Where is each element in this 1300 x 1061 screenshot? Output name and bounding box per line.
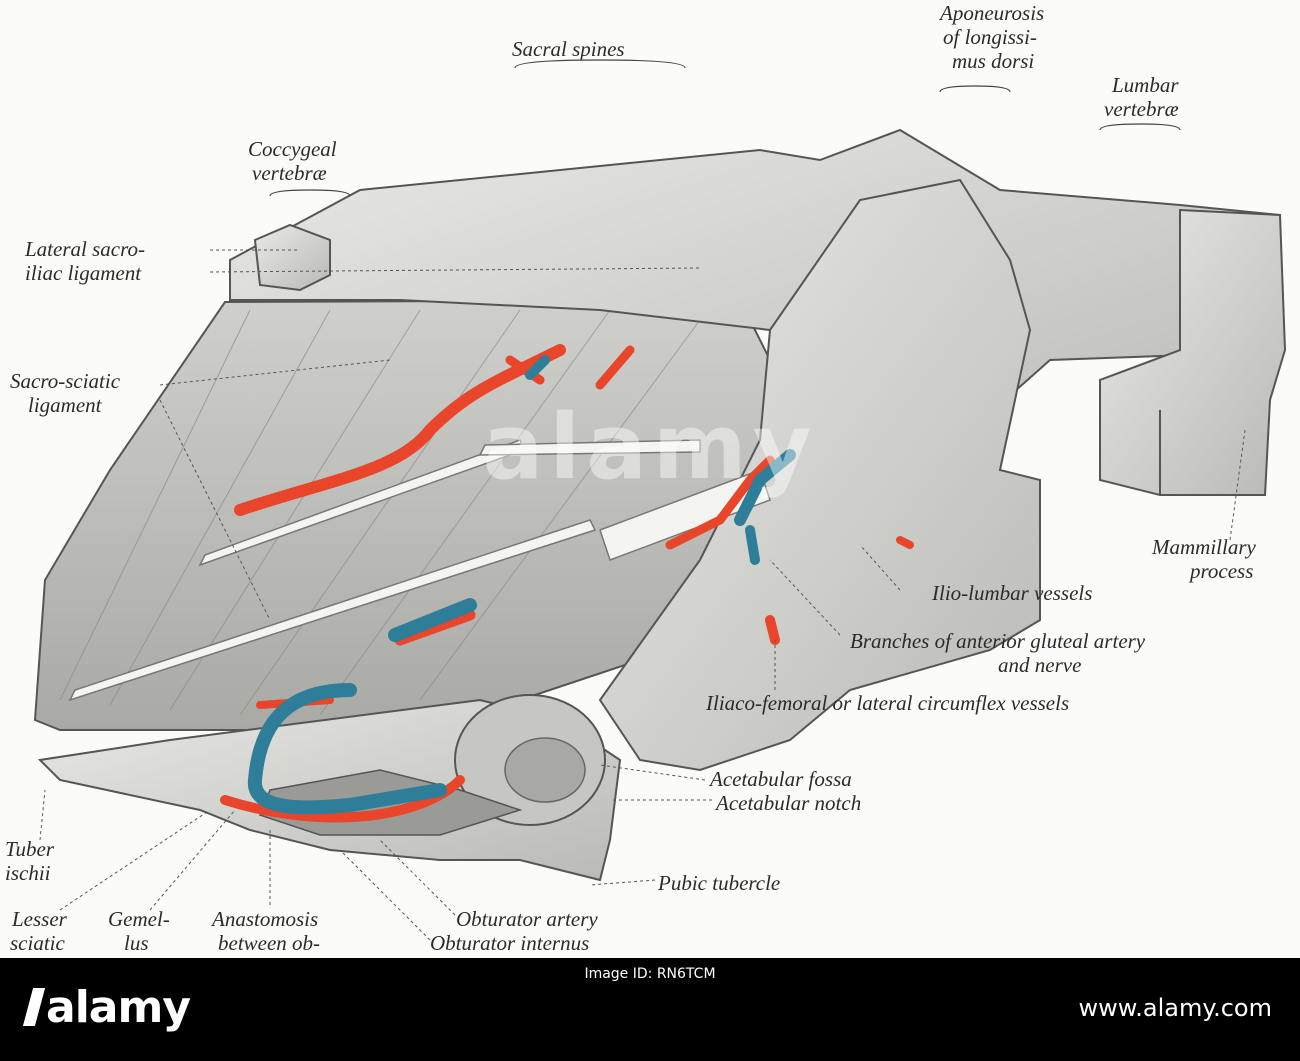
- label-obturator-internus: Obturator internus: [430, 931, 590, 955]
- label-iliaco-femoral: Iliaco-femoral or lateral circumflex ves…: [706, 691, 1070, 715]
- label-anastomosis: Anastomosis: [212, 907, 319, 931]
- label-aponeurosis: Aponeurosis: [940, 1, 1045, 25]
- nerves: [68, 439, 771, 702]
- label-branches-gluteal: Branches of anterior gluteal artery: [850, 629, 1146, 653]
- label-coccygeal: Coccygeal: [248, 137, 337, 161]
- label-acetabular-notch: Acetabular notch: [716, 791, 862, 815]
- label-lateral-sacro: Lateral sacro-: [25, 237, 145, 261]
- label-pubic-tubercle: Pubic tubercle: [658, 871, 781, 895]
- label-sacro-sciatic: Sacro-sciatic: [10, 369, 121, 393]
- site-url-link[interactable]: www.alamy.com: [1078, 994, 1272, 1022]
- watermark: alamy: [482, 395, 818, 500]
- label-ilio-lumbar: Ilio-lumbar vessels: [932, 581, 1093, 605]
- label-lesser: Lesser: [12, 907, 67, 931]
- label-ischii: ischii: [5, 861, 51, 885]
- label-tuber: Tuber: [5, 837, 55, 861]
- footer-bar: Image ID: RN6TCM alamy www.alamy.com: [0, 958, 1300, 1061]
- label-of-longissimus: of longissi-: [943, 25, 1037, 49]
- pelvis-illustration: [33, 128, 1287, 882]
- label-between-ob: between ob-: [218, 931, 321, 955]
- label-iliac-ligament: iliac ligament: [25, 261, 142, 285]
- label-acetabular-fossa: Acetabular fossa: [710, 767, 852, 791]
- ilium-shape: [598, 178, 1041, 772]
- veins: [247, 355, 796, 815]
- lumbar-vertebra-shape: [1099, 208, 1287, 496]
- label-lumbar-vertebrae: vertebræ: [1104, 97, 1179, 121]
- label-sacral-spines: Sacral spines: [512, 37, 625, 61]
- label-mus-dorsi: mus dorsi: [952, 49, 1035, 73]
- label-sciatic: sciatic: [10, 931, 65, 955]
- label-coccygeal-vertebrae: vertebræ: [252, 161, 327, 185]
- label-and-nerve: and nerve: [998, 653, 1082, 677]
- image-id: Image ID: RN6TCM: [584, 966, 716, 982]
- coccygeal-vertebrae-shape: [253, 223, 331, 292]
- logo-mark-icon: [22, 988, 46, 1026]
- acetabular-fossa-shape: [504, 737, 586, 803]
- label-lus: lus: [124, 931, 149, 955]
- label-ligament: ligament: [28, 393, 102, 417]
- label-lumbar: Lumbar: [1112, 73, 1179, 97]
- alamy-logo[interactable]: alamy: [22, 982, 191, 1033]
- label-mammillary: Mammillary: [1152, 535, 1256, 559]
- label-gemel: Gemel-: [108, 907, 170, 931]
- label-obturator-artery: Obturator artery: [456, 907, 598, 931]
- anatomical-figure: Sacral spines Aponeurosis of longissi- m…: [5, 1, 1287, 955]
- label-process: process: [1190, 559, 1254, 583]
- logo-text: alamy: [46, 982, 191, 1033]
